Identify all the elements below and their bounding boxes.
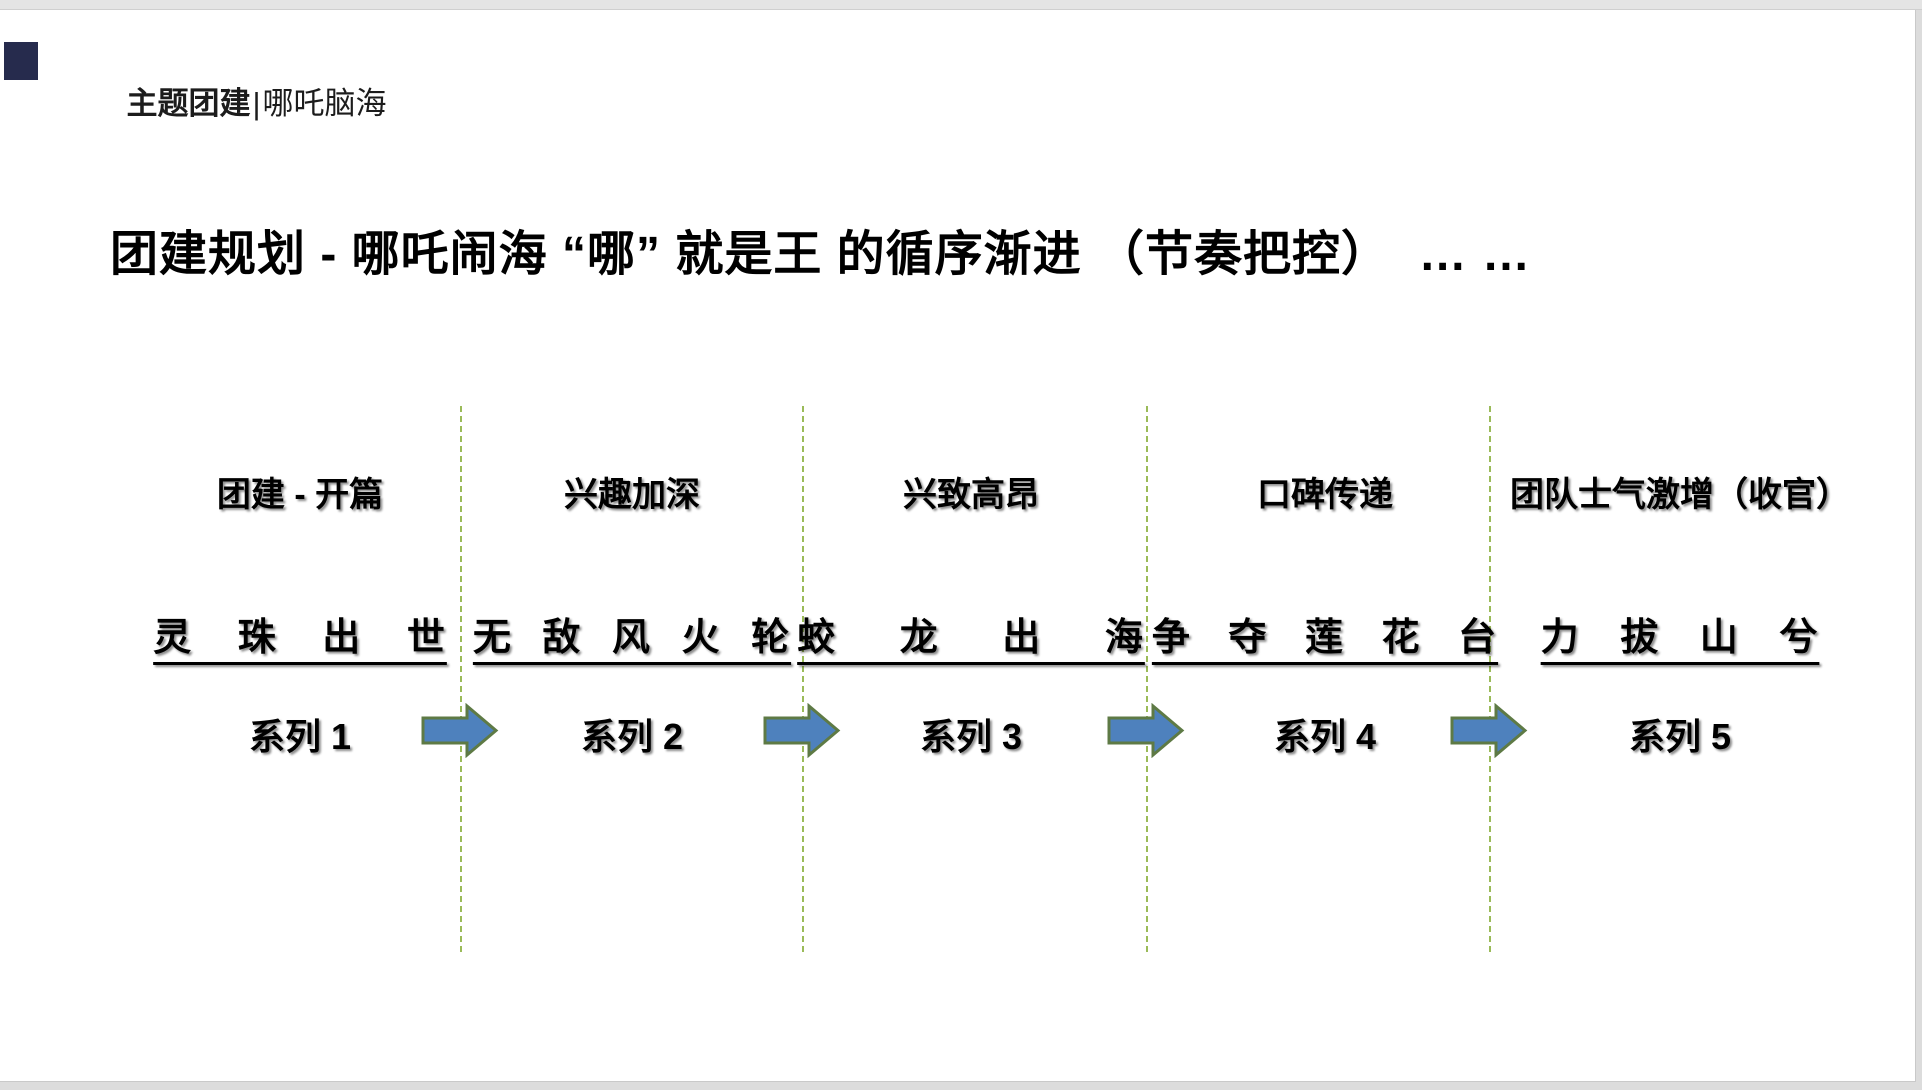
stage-activity-name: 力 拔 山 兮 bbox=[1540, 617, 1820, 659]
slide-header: 主题团建|哪吒脑海 bbox=[92, 42, 387, 159]
stage-column-2: 兴趣加深 无 敌 风 火 轮 系列 2 bbox=[432, 0, 832, 1090]
stage-column-4: 口碑传递 争 夺 莲 花 台 系列 4 bbox=[1125, 0, 1525, 1090]
header-separator: | bbox=[252, 86, 261, 121]
column-divider bbox=[802, 406, 804, 952]
stage-column-5: 团队士气激增（收官） 力 拔 山 兮 系列 5 bbox=[1470, 0, 1890, 1090]
stage-series-label: 系列 4 bbox=[1273, 716, 1377, 757]
stage-phase-label: 团建 - 开篇 bbox=[216, 476, 384, 514]
header-subtitle: 哪吒脑海 bbox=[262, 86, 387, 121]
page-title: 团建规划 - 哪吒闹海 “哪” 就是王 的循序渐进 （节奏把控） … … bbox=[110, 228, 1532, 281]
flow-right-arrow-icon bbox=[1450, 703, 1528, 758]
stage-activity-name: 无 敌 风 火 轮 bbox=[472, 617, 792, 659]
flow-right-arrow-icon bbox=[1107, 703, 1185, 758]
stage-series-label: 系列 1 bbox=[248, 716, 352, 757]
flow-right-arrow-icon bbox=[763, 703, 841, 758]
flow-right-arrow-icon bbox=[421, 703, 499, 758]
window-right-edge bbox=[1915, 10, 1922, 1090]
window-top-edge bbox=[0, 0, 1922, 10]
column-divider bbox=[460, 406, 462, 952]
brand-square-icon bbox=[4, 42, 38, 80]
stage-column-3: 兴致高昂 蛟 龙 出 海 系列 3 bbox=[771, 0, 1171, 1090]
stage-phase-label: 兴致高昂 bbox=[903, 476, 1039, 514]
stage-activity-name: 蛟 龙 出 海 bbox=[797, 617, 1145, 659]
stage-phase-label: 兴趣加深 bbox=[564, 476, 700, 514]
column-divider bbox=[1489, 406, 1491, 952]
stage-column-1: 团建 - 开篇 灵 珠 出 世 系列 1 bbox=[100, 0, 500, 1090]
stage-series-label: 系列 2 bbox=[580, 716, 684, 757]
stage-activity-name: 争 夺 莲 花 台 bbox=[1151, 617, 1499, 659]
stage-activity-name: 灵 珠 出 世 bbox=[153, 617, 447, 659]
stage-series-label: 系列 3 bbox=[919, 716, 1023, 757]
stage-phase-label: 团队士气激增（收官） bbox=[1510, 476, 1850, 514]
window-bottom-edge bbox=[0, 1081, 1916, 1090]
header-theme-label: 主题团建 bbox=[126, 86, 251, 121]
column-divider bbox=[1146, 406, 1148, 952]
stage-series-label: 系列 5 bbox=[1628, 716, 1732, 757]
stage-phase-label: 口碑传递 bbox=[1257, 476, 1393, 514]
